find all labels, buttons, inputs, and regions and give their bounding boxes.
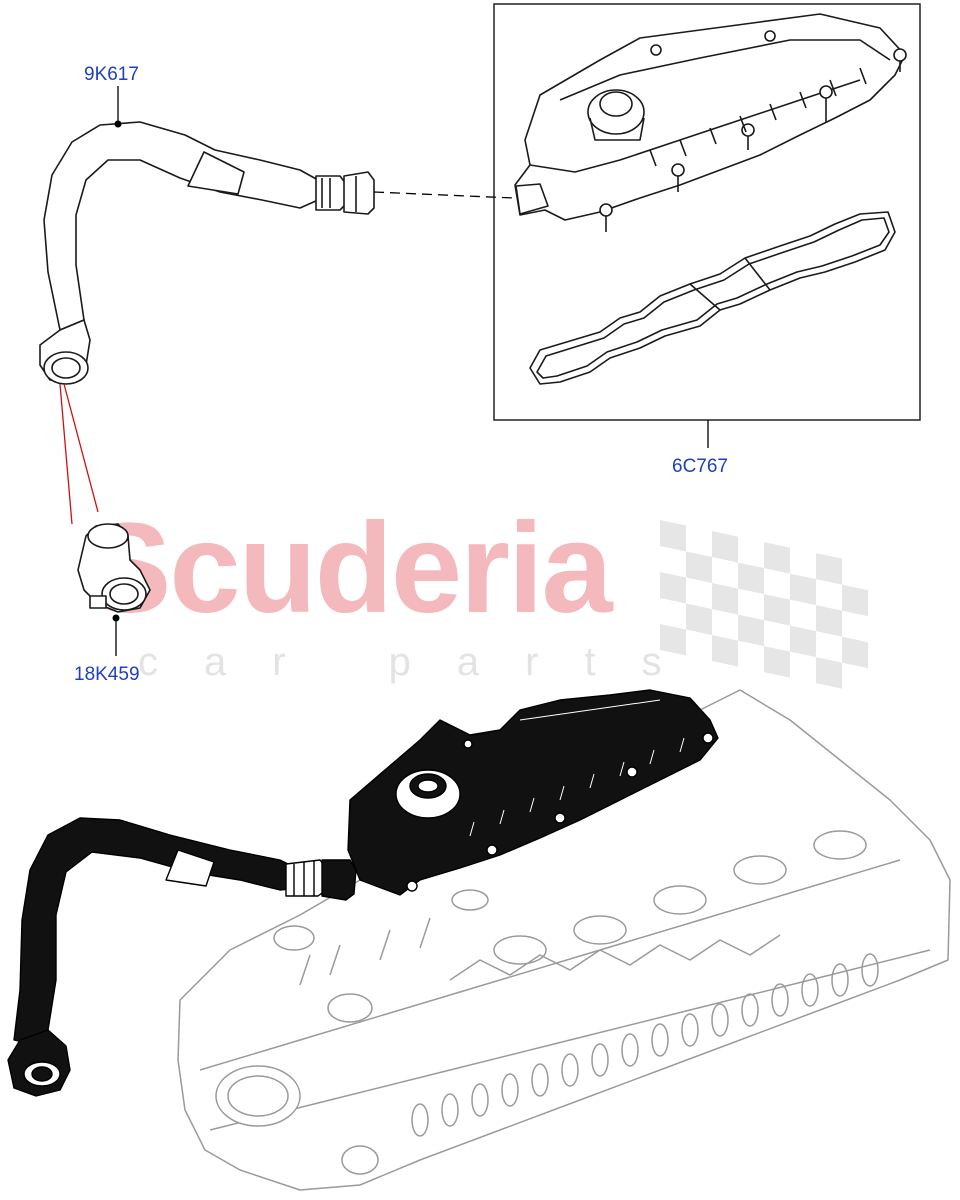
cover-gasket-part[interactable] [529,211,896,385]
watermark-tagline: car parts [138,640,708,684]
callout-connector-label[interactable]: 18K459 [74,664,140,685]
hose-callout-dot [114,120,122,128]
cover-kit-frame [493,3,921,421]
quick-connector-part[interactable] [77,523,151,613]
breather-hose-part[interactable] [39,121,375,385]
connector-red-leaders [59,383,99,525]
leader-lines [115,86,709,656]
camshaft-cover-part[interactable] [514,13,907,232]
connector-callout-dot [112,614,120,622]
installed-breather-hose [7,817,357,1097]
callout-cover-kit-label[interactable]: 6C767 [672,456,728,477]
installed-camshaft-cover [347,689,719,896]
callout-hose-label[interactable]: 9K617 [84,64,139,85]
watermark-brand: Scuderia [86,497,613,640]
